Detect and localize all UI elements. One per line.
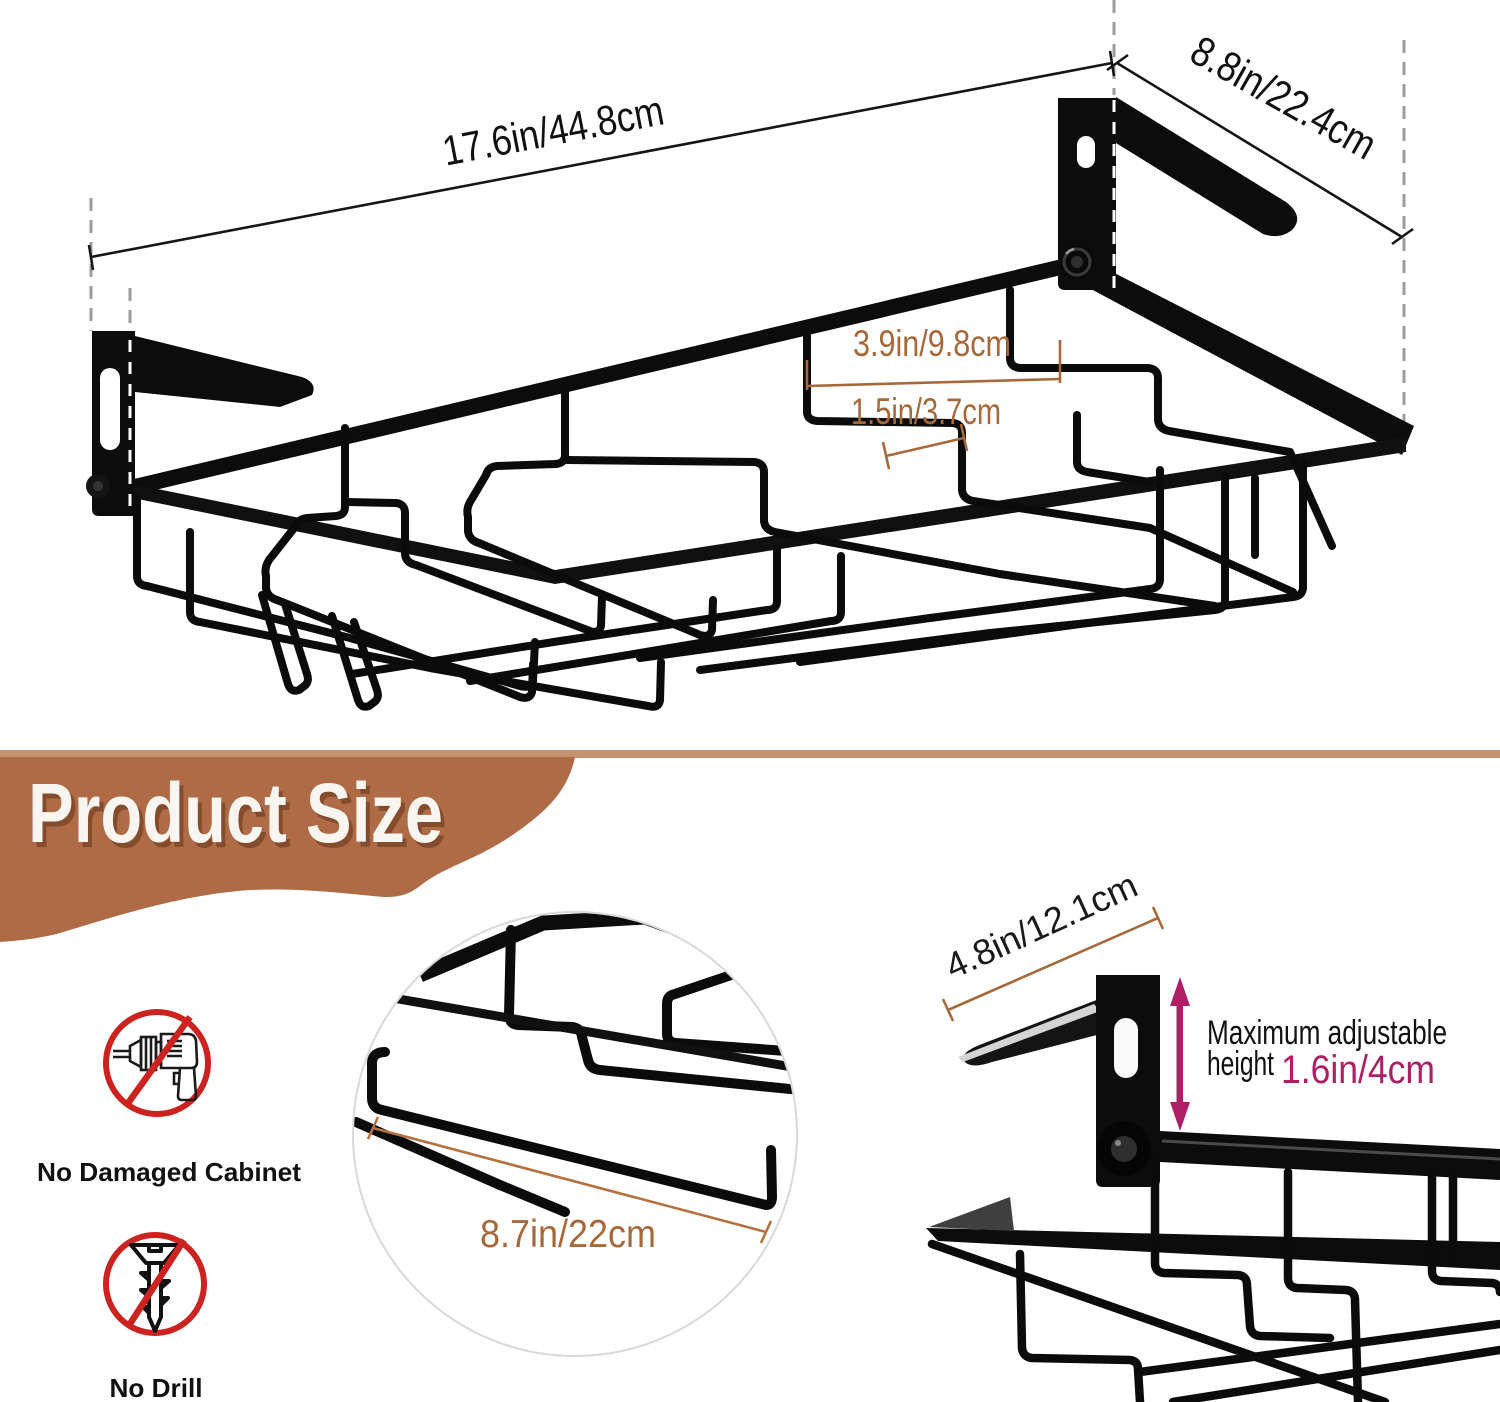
svg-text:8.7in/22cm: 8.7in/22cm [480, 1213, 656, 1256]
svg-text:No Drill: No Drill [110, 1373, 203, 1402]
svg-text:3.9in/9.8cm: 3.9in/9.8cm [853, 323, 1011, 364]
svg-text:No Damaged Cabinet: No Damaged Cabinet [37, 1157, 301, 1187]
svg-text:8.8in/22.4cm: 8.8in/22.4cm [1183, 27, 1385, 169]
svg-text:1.6in/4cm: 1.6in/4cm [1281, 1048, 1435, 1092]
svg-text:17.6in/44.8cm: 17.6in/44.8cm [439, 86, 668, 174]
svg-text:height: height [1207, 1045, 1274, 1083]
svg-text:Maximum adjustable: Maximum adjustable [1207, 1014, 1447, 1052]
svg-text:1.5in/3.7cm: 1.5in/3.7cm [851, 391, 1001, 432]
svg-text:Product Size: Product Size [32, 771, 447, 865]
svg-text:Product Size: Product Size [28, 766, 443, 860]
